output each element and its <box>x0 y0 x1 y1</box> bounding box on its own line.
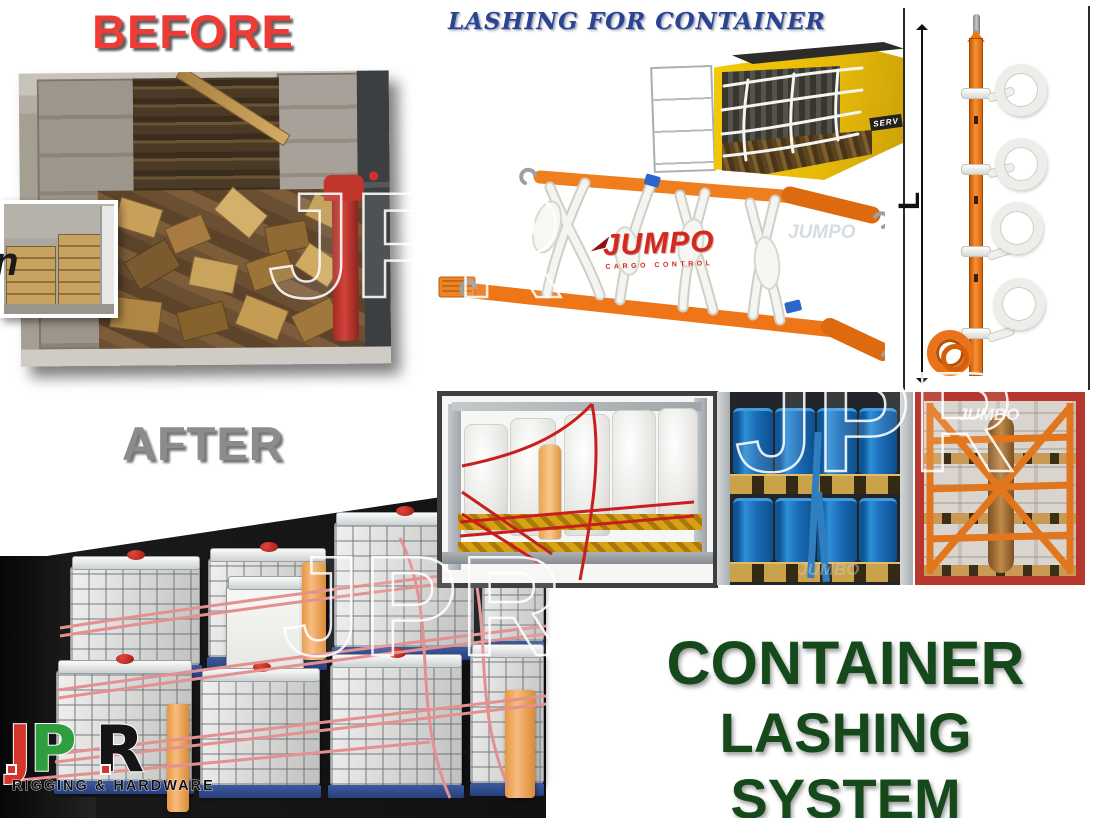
box-fragment <box>187 255 240 295</box>
panel-border-right <box>1088 6 1090 390</box>
ibc-cap <box>115 654 134 664</box>
length-label: L <box>893 191 927 211</box>
strap-length-diagram: L <box>893 6 1091 390</box>
after-title: AFTER <box>122 417 284 470</box>
lashing-loop <box>995 138 1047 190</box>
box-fragment <box>213 186 269 239</box>
lashing-for-container-title: LASHING FOR CONTAINER <box>448 8 826 35</box>
blue-drums-photo <box>717 392 913 585</box>
drum <box>859 408 897 474</box>
container-net-image: SERV <box>650 38 904 188</box>
orange-cross-straps-graphic <box>926 403 1074 574</box>
door-frame <box>900 392 913 585</box>
drum <box>733 498 773 562</box>
box-fragment <box>175 300 230 342</box>
door-frame <box>717 392 730 585</box>
inset-door-edge <box>100 206 114 312</box>
logo-dot <box>6 764 17 775</box>
lashing-loop <box>991 202 1043 254</box>
jumpo-wordmark: JUMPO <box>602 225 716 262</box>
jumpo-watermark: JUMPO <box>788 222 856 243</box>
lashing-loop <box>993 278 1045 330</box>
jumpo-logo: JUMPO CARGO CONTROL <box>602 225 715 271</box>
main-title: CONTAINER LASHING SYSTEM <box>598 628 1093 818</box>
inset-floor <box>4 304 114 314</box>
strap-slot <box>974 196 978 204</box>
ibc-cap <box>395 506 414 516</box>
jpr-letter-j: J <box>7 713 33 787</box>
ibc-cap <box>260 542 279 552</box>
ibc-cap <box>252 662 271 672</box>
before-title: BEFORE <box>92 5 294 58</box>
strap-slot <box>974 274 978 282</box>
drum <box>775 408 815 474</box>
ibc-cap <box>127 550 146 560</box>
edge-text-fragment: n <box>0 240 18 285</box>
vertical-lashing-strap <box>969 38 983 376</box>
before-inset-photo <box>0 200 118 318</box>
dimension-arrow <box>916 24 928 384</box>
red-straps-graphic <box>459 402 695 581</box>
panel-border-left <box>903 8 905 390</box>
jpr-letter-r: R <box>94 713 145 787</box>
strap-coil <box>927 330 973 376</box>
flexibag-container-photo <box>437 391 718 588</box>
lashing-harness-image: JUMPO CARGO CONTROL <box>435 155 899 390</box>
ibc-tote <box>198 662 322 798</box>
container-top-rail <box>452 402 702 411</box>
pallet-stack <box>58 234 102 310</box>
lashing-loop <box>995 64 1047 116</box>
jpr-tagline: RIGGING & HARDWARE <box>12 778 215 795</box>
jumbo-watermark: JUMBO <box>798 560 860 579</box>
jumbo-watermark: JUMBO <box>958 405 1020 424</box>
harness-straps-graphic <box>438 167 899 367</box>
drum <box>817 408 857 474</box>
crossed-lashing-photo: JUMBO <box>915 392 1085 585</box>
jpr-logo: JP R <box>6 717 145 783</box>
jpr-letter-p: P <box>29 713 78 787</box>
lashing-net-graphic <box>720 66 864 162</box>
jpr-watermark: JPR <box>281 527 565 686</box>
drum <box>733 408 773 474</box>
pallet <box>730 562 900 582</box>
pallet-stack <box>6 246 56 310</box>
container-bottom-rail <box>442 552 713 564</box>
logo-dot <box>100 764 111 775</box>
strap-slot <box>974 116 978 124</box>
box-fragment <box>112 196 164 239</box>
main-title-line1: CONTAINER <box>666 629 1025 697</box>
orange-corner-post <box>167 704 189 812</box>
drum <box>859 498 897 562</box>
strap-top-pin <box>973 14 980 34</box>
jpr-watermark: JPR <box>734 343 1018 502</box>
container-post <box>448 404 461 570</box>
jpr-watermark: JPR <box>267 161 566 329</box>
orange-corner-post <box>302 562 326 660</box>
main-title-line2: LASHING SYSTEM <box>719 700 972 818</box>
warehouse-floor <box>21 346 392 367</box>
